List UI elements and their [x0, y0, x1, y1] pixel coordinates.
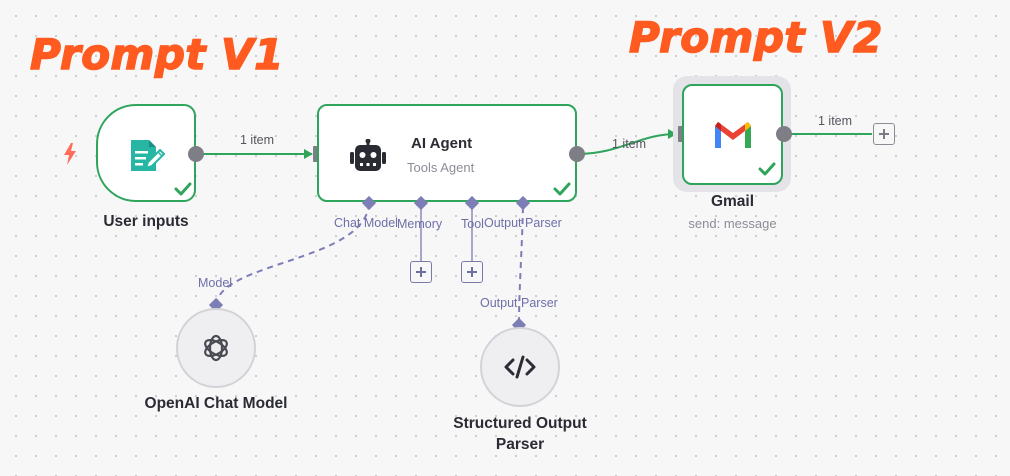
edge-agent-to-gmail-label: 1 item [612, 137, 647, 151]
agent-input-port[interactable] [313, 146, 320, 162]
tool-port-label: Tool [461, 217, 484, 231]
add-memory-button[interactable] [410, 261, 432, 283]
node-structured-output-parser[interactable] [480, 327, 560, 407]
output-parser-port-label: Output Parser [484, 216, 562, 230]
node-openai-chat-model-label: OpenAI Chat Model [144, 395, 288, 412]
parser-port-label: Output Parser [480, 296, 558, 310]
edge-model-to-chat-model[interactable] [215, 205, 370, 306]
node-ai-agent-title: AI Agent [411, 135, 473, 152]
edge-parser-to-output-parser[interactable] [518, 205, 524, 324]
node-gmail-label: Gmail [710, 193, 755, 210]
edge-gmail-out-label: 1 item [818, 114, 853, 128]
form-edit-icon [131, 140, 166, 171]
memory-port-label: Memory [397, 217, 443, 231]
success-check-icon [174, 182, 192, 196]
edge-trigger-to-agent-label: 1 item [240, 133, 275, 147]
annotation-prompt-v2: Prompt V2 [628, 12, 883, 63]
chat-model-port-label: Chat Model [334, 216, 398, 230]
code-icon [504, 355, 536, 379]
openai-icon [204, 334, 228, 362]
gmail-icon [715, 122, 751, 148]
robot-icon [350, 139, 386, 171]
node-ai-agent-subtitle: Tools Agent [407, 160, 475, 175]
node-structured-output-parser-label-line1: Structured Output [453, 415, 587, 432]
agent-output-port[interactable] [569, 146, 585, 162]
annotation-prompt-v1: Prompt V1 [29, 29, 284, 80]
node-gmail-sublabel: send: message [688, 216, 777, 231]
node-gmail[interactable] [682, 84, 783, 185]
edge-agent-to-gmail[interactable] [576, 133, 677, 155]
node-structured-output-parser-label-line2: Parser [495, 436, 545, 453]
node-ai-agent[interactable]: AI Agent Tools Agent [317, 104, 577, 202]
trigger-bolt-icon [64, 143, 76, 165]
openai-model-port-label: Model [198, 276, 233, 290]
gmail-output-port[interactable] [776, 126, 792, 142]
node-openai-chat-model[interactable] [176, 308, 256, 388]
gmail-input-port[interactable] [678, 126, 685, 142]
trigger-output-port[interactable] [188, 146, 204, 162]
success-check-icon [758, 162, 776, 176]
add-tool-button[interactable] [461, 261, 483, 283]
node-user-inputs-label: User inputs [103, 213, 189, 230]
node-user-inputs[interactable] [96, 104, 196, 202]
success-check-icon [553, 182, 571, 196]
add-next-node-button[interactable] [873, 123, 895, 145]
